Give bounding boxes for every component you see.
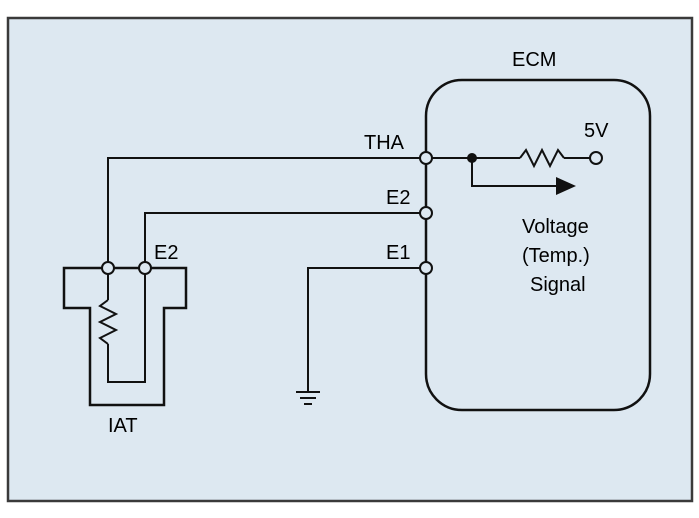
ecm-box [424, 78, 652, 412]
iat-label: IAT [108, 415, 138, 437]
tha-wire [107, 157, 426, 268]
ecm-label: ECM [512, 49, 556, 71]
tha-terminal [419, 151, 433, 165]
e1-ground-wire [307, 267, 426, 392]
e1-label: E1 [386, 242, 410, 264]
e1-terminal [419, 261, 433, 275]
e2-wire [144, 212, 426, 268]
signal-wire [471, 158, 560, 187]
signal-label-line2: (Temp.) [522, 245, 590, 267]
ground-icon [296, 391, 320, 405]
supply-terminal [589, 151, 603, 165]
iat-tha-terminal [101, 261, 115, 275]
arrow-icon [556, 177, 576, 195]
iat-sensor-body [62, 266, 188, 407]
signal-label-line3: Signal [530, 274, 586, 296]
tha-label: THA [364, 132, 405, 154]
resistor-icon [97, 299, 119, 345]
e2-terminal [419, 206, 433, 220]
supply-label: 5V [584, 120, 609, 142]
resistor-icon [519, 147, 565, 169]
iat-e2-terminal [138, 261, 152, 275]
e2-ecm-label: E2 [386, 187, 410, 209]
signal-label-line1: Voltage [522, 216, 589, 238]
diagram-panel [6, 16, 694, 503]
iat-inner-loop [107, 268, 146, 383]
e2-sensor-label: E2 [154, 242, 178, 264]
